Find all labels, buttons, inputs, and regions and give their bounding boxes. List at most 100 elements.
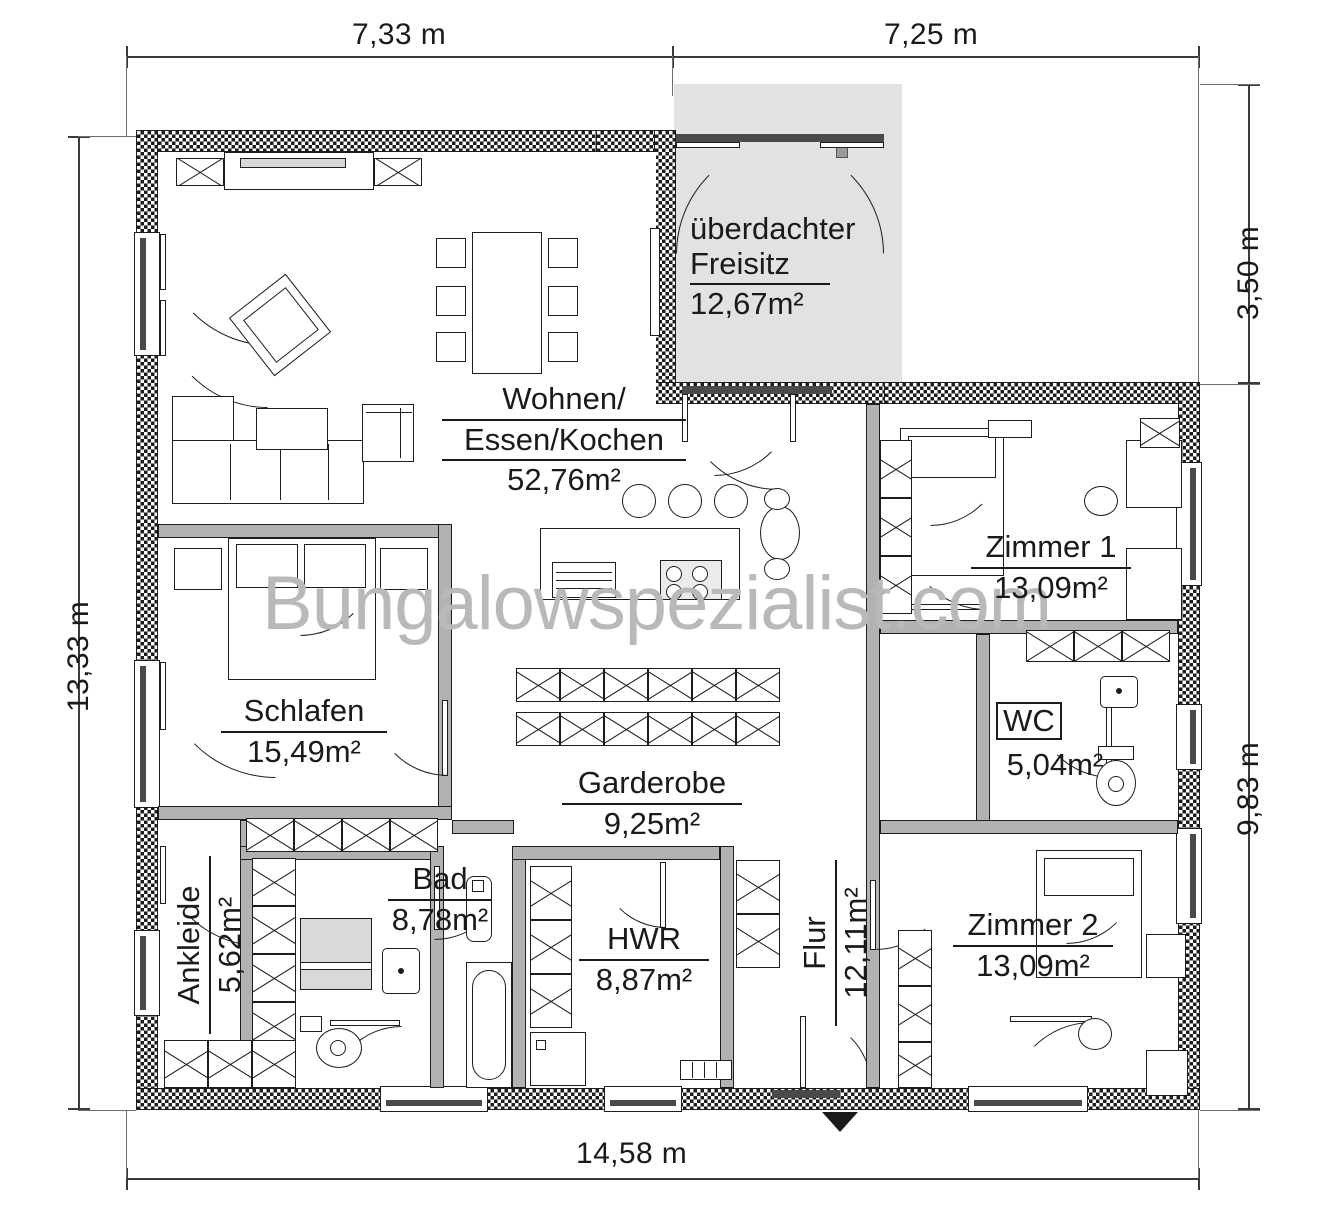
garderobe-unit (604, 668, 648, 702)
furniture-chair (764, 558, 790, 580)
dim-right-upper-label: 3,50 m (1232, 225, 1265, 320)
dim-bottom-label: 14,58 m (576, 1137, 688, 1170)
wardrobe-unit (252, 858, 296, 906)
ext-line (672, 56, 673, 96)
interior-wall-room2-top (880, 820, 1178, 834)
sink-line (556, 572, 612, 574)
room1-closet-unit (1122, 630, 1170, 662)
wardrobe-unit (294, 818, 342, 852)
hob-burner (666, 566, 682, 582)
wc-area: 5,04m² (1006, 747, 1104, 782)
ext-line (126, 1110, 127, 1178)
basin-drain (398, 968, 404, 974)
dim-right-upper-line (1248, 84, 1250, 384)
exterior-wall-top-left (136, 130, 676, 152)
bedroom-name: Schlafen (243, 693, 365, 728)
interior-wall-hwr-left (512, 846, 526, 1088)
room-label-bath: Bad 8,78m² (372, 861, 508, 937)
utility-name: HWR (606, 921, 682, 956)
room2-desk-chair (1078, 1018, 1112, 1050)
garderobe-unit (516, 668, 560, 702)
room-label-wc: WC (996, 702, 1062, 740)
ext-line (126, 56, 127, 136)
appliance-knob (536, 1040, 546, 1050)
window-bar (140, 666, 146, 802)
furniture-dining-chair (548, 238, 578, 268)
room1-wardrobe (1140, 418, 1180, 448)
window-left-dressing (134, 930, 160, 1016)
dim-tick (1238, 382, 1260, 384)
hall-closet-unit (736, 860, 780, 914)
room1-closet-side (880, 440, 912, 498)
garderobe-unit (560, 668, 604, 702)
wardrobe-name: Garderobe (577, 765, 727, 800)
sofa-seam (230, 444, 232, 500)
dim-top-left-label: 7,33 m (352, 18, 447, 51)
dim-tick (1238, 1108, 1260, 1110)
dim-left-line (78, 136, 80, 1110)
window-right-room2 (1176, 828, 1202, 924)
room1-closet-unit (1074, 630, 1122, 662)
hall-area: 12,11m² (837, 887, 873, 999)
toilet-bowl (1108, 776, 1124, 792)
door-leaf-hall (870, 880, 876, 950)
room-label-room2: Zimmer 2 13,09m² (944, 907, 1122, 983)
shower-fixture (472, 880, 484, 892)
sofa-seam (328, 444, 330, 500)
garderobe-unit (692, 668, 736, 702)
wardrobe-area: 9,25m² (603, 805, 701, 841)
door-leaf (820, 142, 884, 148)
exterior-wall-top-right (884, 382, 1200, 404)
box-seam (692, 1062, 694, 1078)
utility-area: 8,87m² (595, 961, 693, 997)
furniture-dining-chair (436, 286, 466, 316)
window-right-wc (1176, 704, 1202, 770)
ext-line (1198, 56, 1199, 386)
bath-tall-shower (466, 876, 492, 942)
room-label-dressing: Ankleide 5,62m² (171, 850, 247, 1040)
dim-top-right-label: 7,25 m (884, 18, 979, 51)
hwr-utility-box (680, 1060, 732, 1080)
interior-wall-wardrobe-bottom (452, 820, 514, 834)
bath-area: 8,78m² (391, 901, 489, 937)
garderobe-unit (560, 712, 604, 746)
window-left-bedroom (134, 660, 160, 808)
dim-top-right-line (672, 56, 1200, 58)
hall-closet-unit (736, 914, 780, 968)
room1-shelf (1126, 548, 1182, 620)
wardrobe-unit (164, 1040, 208, 1088)
furniture-tv (240, 158, 346, 168)
toilet-cistern (1098, 746, 1134, 760)
dim-right-lower-line (1248, 384, 1250, 1110)
furniture-sofa (172, 440, 364, 504)
wardrobe-unit (208, 1040, 252, 1088)
box-seam (704, 1062, 706, 1078)
terrace-door-track (676, 134, 884, 142)
door-leaf (676, 142, 740, 148)
furniture-round-table (760, 506, 800, 560)
room1-desk (1126, 440, 1182, 508)
hwr-shelf (530, 866, 572, 920)
room2-closet-unit (898, 986, 932, 1042)
wardrobe-unit (252, 1040, 296, 1088)
furniture-cabinet (374, 158, 422, 186)
bed-pillow (236, 544, 298, 588)
wardrobe-unit (390, 818, 438, 852)
furniture-nightstand (174, 548, 222, 590)
bath-name: Bad (412, 861, 468, 896)
room2-closet-unit (898, 1042, 932, 1088)
garderobe-unit (736, 712, 780, 746)
terrace-area: 12,67m² (690, 286, 804, 322)
room-label-bedroom: Schlafen 15,49m² (214, 693, 394, 769)
ext-line (1200, 384, 1260, 385)
furniture-bar-stool (714, 484, 748, 518)
window-left-upper (134, 232, 160, 356)
garderobe-unit (648, 712, 692, 746)
furniture-dining-chair (548, 332, 578, 362)
room1-desk-chair (1084, 486, 1118, 516)
furniture-dining-chair (436, 332, 466, 362)
hob-burner (666, 584, 682, 600)
dim-right-lower-label: 9,83 m (1232, 741, 1265, 836)
hwr-shelf (530, 920, 572, 974)
garderobe-unit (604, 712, 648, 746)
